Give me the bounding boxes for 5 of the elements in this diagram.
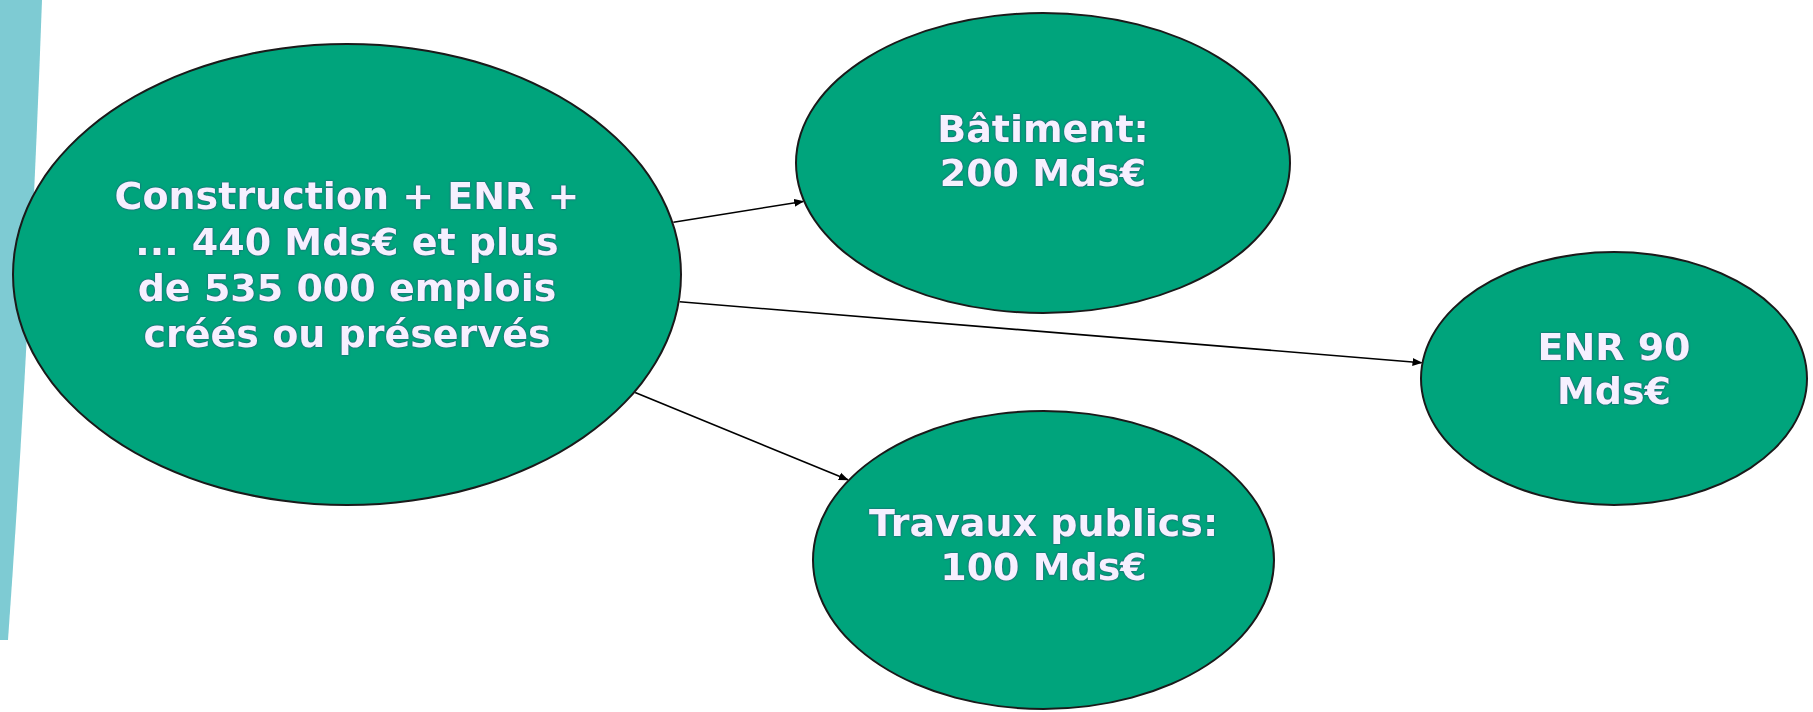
node-label: ENR 90 Mds€	[1536, 324, 1692, 413]
node-label: Bâtiment: 200 Mds€	[936, 106, 1150, 195]
node-label: Construction + ENR + ... 440 Mds€ et plus de 535 000 emplois créés ou préservés	[113, 172, 581, 357]
arrow	[634, 391, 849, 481]
node-label: Travaux publics: 100 Mds€	[867, 501, 1220, 589]
